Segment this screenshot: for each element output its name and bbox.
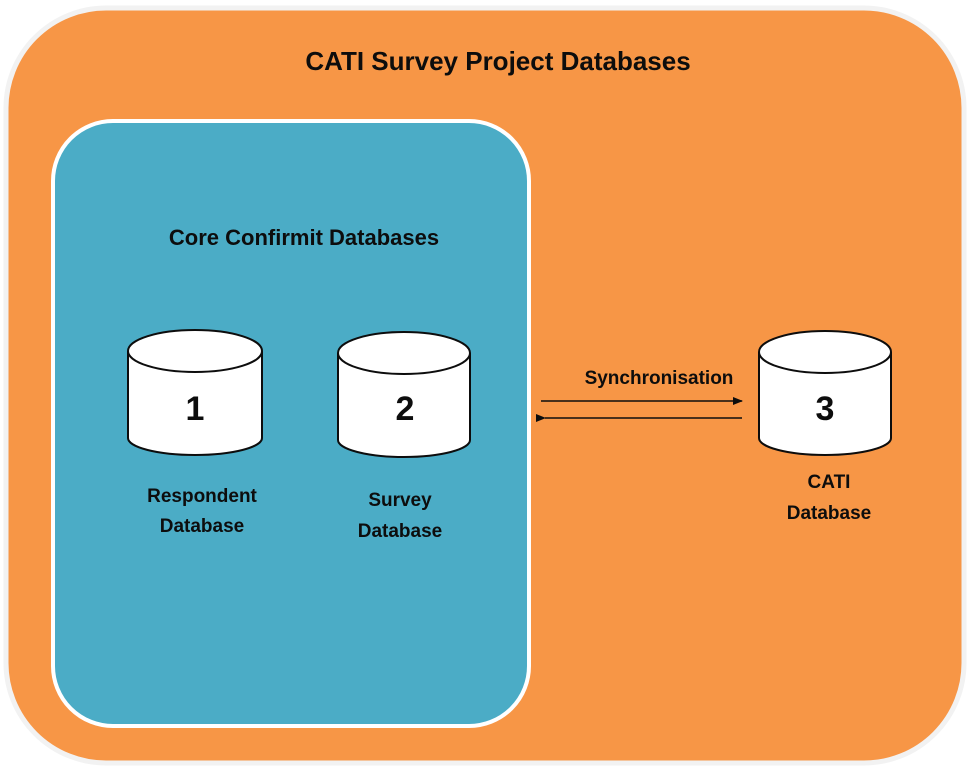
database-label-2-line1: Survey [368,490,432,511]
inner-panel [51,119,531,728]
database-number-2: 2 [396,390,415,428]
database-cylinder-2: 2 [337,331,471,458]
database-label-3-line2: Database [787,503,872,524]
inner-panel-title: Core Confirmit Databases [169,225,439,250]
database-number-1: 1 [186,390,205,428]
database-label-1-line1: Respondent [147,486,257,507]
outer-panel-title: CATI Survey Project Databases [305,46,690,76]
database-label-1-line2: Database [160,516,245,537]
database-label-2-line2: Database [358,521,443,542]
database-cylinder-3: 3 [758,330,892,456]
database-cylinder-1: 1 [127,329,263,456]
connector-label: Synchronisation [585,368,734,389]
database-label-3-line1: CATI [808,472,851,493]
database-number-3: 3 [816,390,835,428]
